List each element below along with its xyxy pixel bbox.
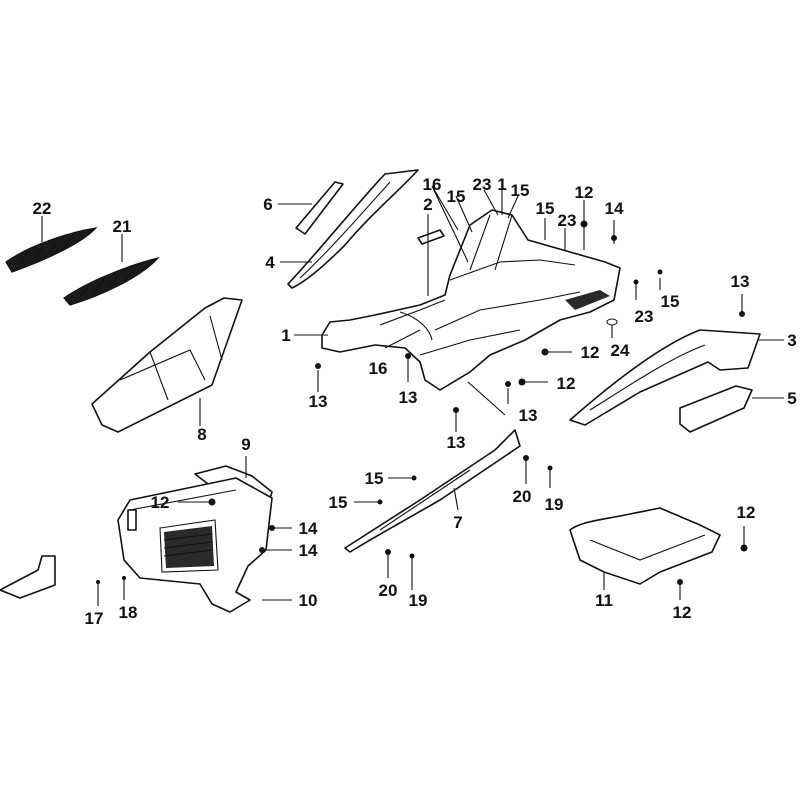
callout-23-b: 23 (558, 211, 577, 230)
callout-23-a: 23 (473, 175, 492, 194)
callout-6: 6 (263, 195, 272, 214)
callout-16-top: 16 (423, 175, 442, 194)
callout-2: 2 (423, 195, 432, 214)
callout-8: 8 (197, 425, 206, 444)
callout-7: 7 (453, 513, 462, 532)
callout-15-a: 15 (447, 187, 466, 206)
part-5-cover (679, 385, 753, 433)
callout-12-right: 12 (737, 503, 756, 522)
callout-14-top: 14 (605, 199, 624, 218)
callout-9: 9 (241, 435, 250, 454)
part-10-front-cover (117, 477, 273, 613)
callout-19-b: 19 (409, 591, 428, 610)
callout-21: 21 (113, 217, 132, 236)
callout-12-bottom: 12 (673, 603, 692, 622)
fasteners (96, 220, 748, 585)
callout-12-mid: 12 (581, 343, 600, 362)
callout-12-low: 12 (557, 374, 576, 393)
part-2-pad (417, 229, 445, 245)
part-7-step-bar (344, 429, 521, 553)
part-3-side-cover (569, 329, 761, 426)
callout-18: 18 (119, 603, 138, 622)
callout-22: 22 (33, 199, 52, 218)
callout-15-b: 15 (511, 181, 530, 200)
callout-20-b: 20 (379, 581, 398, 600)
callout-13-b: 13 (399, 388, 418, 407)
part-21-grille (63, 256, 160, 306)
callout-19-a: 19 (545, 495, 564, 514)
part-6-strip (295, 181, 344, 235)
callout-15-c: 15 (536, 199, 555, 218)
callout-13-right: 13 (731, 272, 750, 291)
callout-15-e: 15 (365, 469, 384, 488)
callout-5: 5 (787, 389, 796, 408)
callout-15-f: 15 (329, 493, 348, 512)
callout-16-low: 16 (369, 359, 388, 378)
callout-14-b: 14 (299, 541, 318, 560)
callout-4: 4 (265, 253, 275, 272)
callout-11: 11 (595, 591, 613, 610)
callout-13-a: 13 (309, 392, 328, 411)
callout-15-d: 15 (661, 292, 680, 311)
callout-17: 17 (85, 609, 104, 628)
callout-12-top: 12 (575, 183, 594, 202)
part-11-under-cover (569, 507, 721, 585)
callout-13-d: 13 (447, 433, 466, 452)
callout-1-top: 1 (497, 175, 506, 194)
callout-20-a: 20 (513, 487, 532, 506)
leader-lines (41, 185, 784, 606)
callout-24: 24 (611, 341, 630, 360)
callout-10: 10 (299, 591, 318, 610)
callout-13-c: 13 (519, 406, 538, 425)
callout-14-a: 14 (299, 519, 318, 538)
part-22-grille (5, 227, 98, 273)
part-8-panel (91, 297, 243, 433)
callout-23-c: 23 (635, 307, 654, 326)
part-1-floor-frame (321, 209, 621, 391)
callout-3: 3 (787, 331, 796, 350)
part-bracket (0, 555, 56, 599)
part-4-rail (287, 169, 419, 289)
callout-12-left: 12 (151, 493, 170, 512)
callout-labels: 22 21 6 4 1 8 2 16 15 23 1 15 15 23 12 1… (33, 175, 797, 628)
callout-1-left: 1 (281, 326, 290, 345)
